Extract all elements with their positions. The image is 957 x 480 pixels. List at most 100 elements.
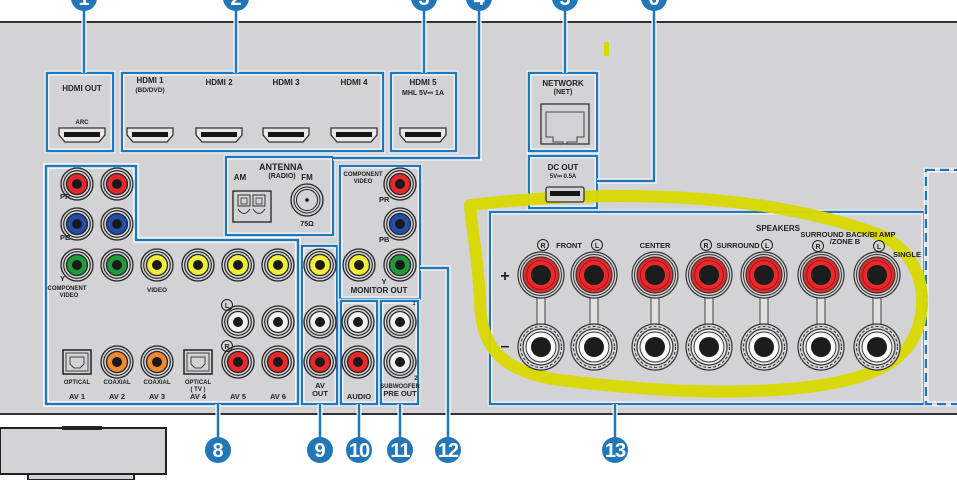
subwoofer-1-jack[interactable] xyxy=(383,305,417,339)
callout-13: 13 xyxy=(602,404,628,463)
hdmi-2-port[interactable] xyxy=(195,127,243,143)
monitor-y-jack[interactable] xyxy=(383,248,417,282)
video-in-jack-2[interactable] xyxy=(181,248,215,282)
component-pb-jack-2[interactable] xyxy=(100,207,134,241)
subwoofer-2-jack[interactable] xyxy=(383,345,417,379)
coaxial-av2-jack[interactable] xyxy=(100,345,134,379)
audio-in-r-jack[interactable] xyxy=(341,345,375,379)
component-y-jack-2[interactable] xyxy=(100,248,134,282)
front-r-marker: R xyxy=(537,239,549,251)
component-pr-jack-2[interactable] xyxy=(100,167,134,201)
speaker-minus-terminal-4[interactable] xyxy=(685,323,733,371)
hdmi-1-port[interactable] xyxy=(126,127,174,143)
front-l-marker-text: L xyxy=(595,243,600,250)
surround-label: SURROUND xyxy=(716,241,760,250)
callout-number: 6 xyxy=(648,0,659,10)
coaxial-av3-jack[interactable] xyxy=(140,345,174,379)
surround-back-r-marker-text: R xyxy=(815,244,820,251)
callout-2: 2 xyxy=(223,0,249,73)
usb-dc-out-port[interactable] xyxy=(545,186,585,203)
speaker-plus-terminal-5[interactable] xyxy=(740,251,788,299)
speaker-plus-terminal-7[interactable] xyxy=(853,251,901,299)
speaker-minus-terminal-2[interactable] xyxy=(570,323,618,371)
av-out-audio-l-jack[interactable] xyxy=(303,305,337,339)
component-pr-jack-1[interactable] xyxy=(60,167,94,201)
right-marker-text: R xyxy=(224,344,229,351)
callout-number: 13 xyxy=(605,440,626,462)
optical-label-1: OPTICAL xyxy=(64,380,91,386)
coaxial-label-1: COAXIAL xyxy=(104,380,131,386)
audio-l-av6-jack[interactable] xyxy=(261,305,295,339)
network-sublabel: (NET) xyxy=(554,89,573,96)
callout-6: 6 xyxy=(597,0,667,184)
audio-label: AUDIO xyxy=(347,392,371,401)
speaker-plus-terminal-4[interactable] xyxy=(685,251,733,299)
video-in-jack-4[interactable] xyxy=(261,248,295,282)
left-marker: L xyxy=(221,299,233,311)
antenna-sublabel: (RADIO) xyxy=(268,173,295,180)
audio-in-l-jack[interactable] xyxy=(341,305,375,339)
av-out-label-1: AV xyxy=(315,381,325,390)
av-out-audio-r-jack[interactable] xyxy=(303,345,337,379)
audio-r-av6-jack[interactable] xyxy=(261,345,295,379)
speaker-minus-terminal-3[interactable] xyxy=(631,323,679,371)
speaker-plus-terminal-2[interactable] xyxy=(570,251,618,299)
optical-av1-port[interactable] xyxy=(62,349,92,375)
monitor-pb-jack[interactable] xyxy=(383,207,417,241)
speaker-minus-terminal-7[interactable] xyxy=(853,323,901,371)
monitor-pr-jack[interactable] xyxy=(383,167,417,201)
pr-label: PR xyxy=(60,192,71,201)
component-y-jack-1[interactable] xyxy=(60,248,94,282)
am-antenna-terminal[interactable] xyxy=(232,190,272,223)
callout-number: 5 xyxy=(559,0,570,10)
hdmi-1-label: HDMI 1 xyxy=(136,76,164,85)
front-l-marker: L xyxy=(591,239,603,251)
impedance-label: 75Ω xyxy=(300,221,314,228)
monitor-video-jack[interactable] xyxy=(342,248,376,282)
speaker-plus-terminal-3[interactable] xyxy=(631,251,679,299)
callout-number: 9 xyxy=(314,440,325,462)
av-out-video-jack[interactable] xyxy=(303,248,337,282)
hdmi-4-label: HDMI 4 xyxy=(340,78,368,87)
callout-3: 3 xyxy=(411,0,437,73)
minus-label: – xyxy=(501,338,510,355)
hdmi-4-port[interactable] xyxy=(330,127,378,143)
highlight-mark xyxy=(604,42,609,56)
callout-8: 8 xyxy=(205,404,231,463)
surround-l-marker-text: L xyxy=(765,243,770,250)
speaker-minus-terminal-6[interactable] xyxy=(797,323,845,371)
hdmi-3-port[interactable] xyxy=(262,127,310,143)
video-in-jack-1[interactable] xyxy=(140,248,174,282)
hdmi-5-label: HDMI 5 xyxy=(409,78,437,87)
callout-1: 1 xyxy=(71,0,97,73)
single-label: SINGLE xyxy=(893,250,921,259)
hdmi-out-port[interactable] xyxy=(58,127,106,143)
hdmi-5-port[interactable] xyxy=(399,127,447,143)
callout-12: 12 xyxy=(420,265,461,463)
audio-l-av5-jack[interactable] xyxy=(221,305,255,339)
monitor-out-label: MONITOR OUT xyxy=(351,286,408,295)
dc-out-label: DC OUT xyxy=(548,163,579,172)
hdmi-5-sublabel: MHL 5V⎓ 1A xyxy=(402,90,444,97)
video-in-jack-3[interactable] xyxy=(221,248,255,282)
av-4-label: AV 4 xyxy=(190,392,207,401)
right-marker: R xyxy=(221,340,233,352)
optical-av4-port[interactable] xyxy=(183,349,213,375)
speaker-minus-terminal-1[interactable] xyxy=(517,323,565,371)
callout-10: 10 xyxy=(346,404,372,463)
speaker-plus-terminal-1[interactable] xyxy=(517,251,565,299)
callout-number: 1 xyxy=(78,0,89,10)
fm-antenna-jack[interactable] xyxy=(290,183,324,217)
speaker-plus-terminal-6[interactable] xyxy=(797,251,845,299)
audio-r-av5-jack[interactable] xyxy=(221,345,255,379)
component-video-label-2: VIDEO xyxy=(60,293,79,299)
ethernet-port[interactable] xyxy=(540,103,590,145)
av-inputs-box xyxy=(43,163,301,407)
center-label: CENTER xyxy=(640,241,671,250)
callout-number: 11 xyxy=(390,440,410,462)
speaker-minus-terminal-5[interactable] xyxy=(740,323,788,371)
am-label: AM xyxy=(234,173,247,182)
surround-l-marker: L xyxy=(761,239,773,251)
callout-5: 5 xyxy=(552,0,578,73)
component-pb-jack-1[interactable] xyxy=(60,207,94,241)
